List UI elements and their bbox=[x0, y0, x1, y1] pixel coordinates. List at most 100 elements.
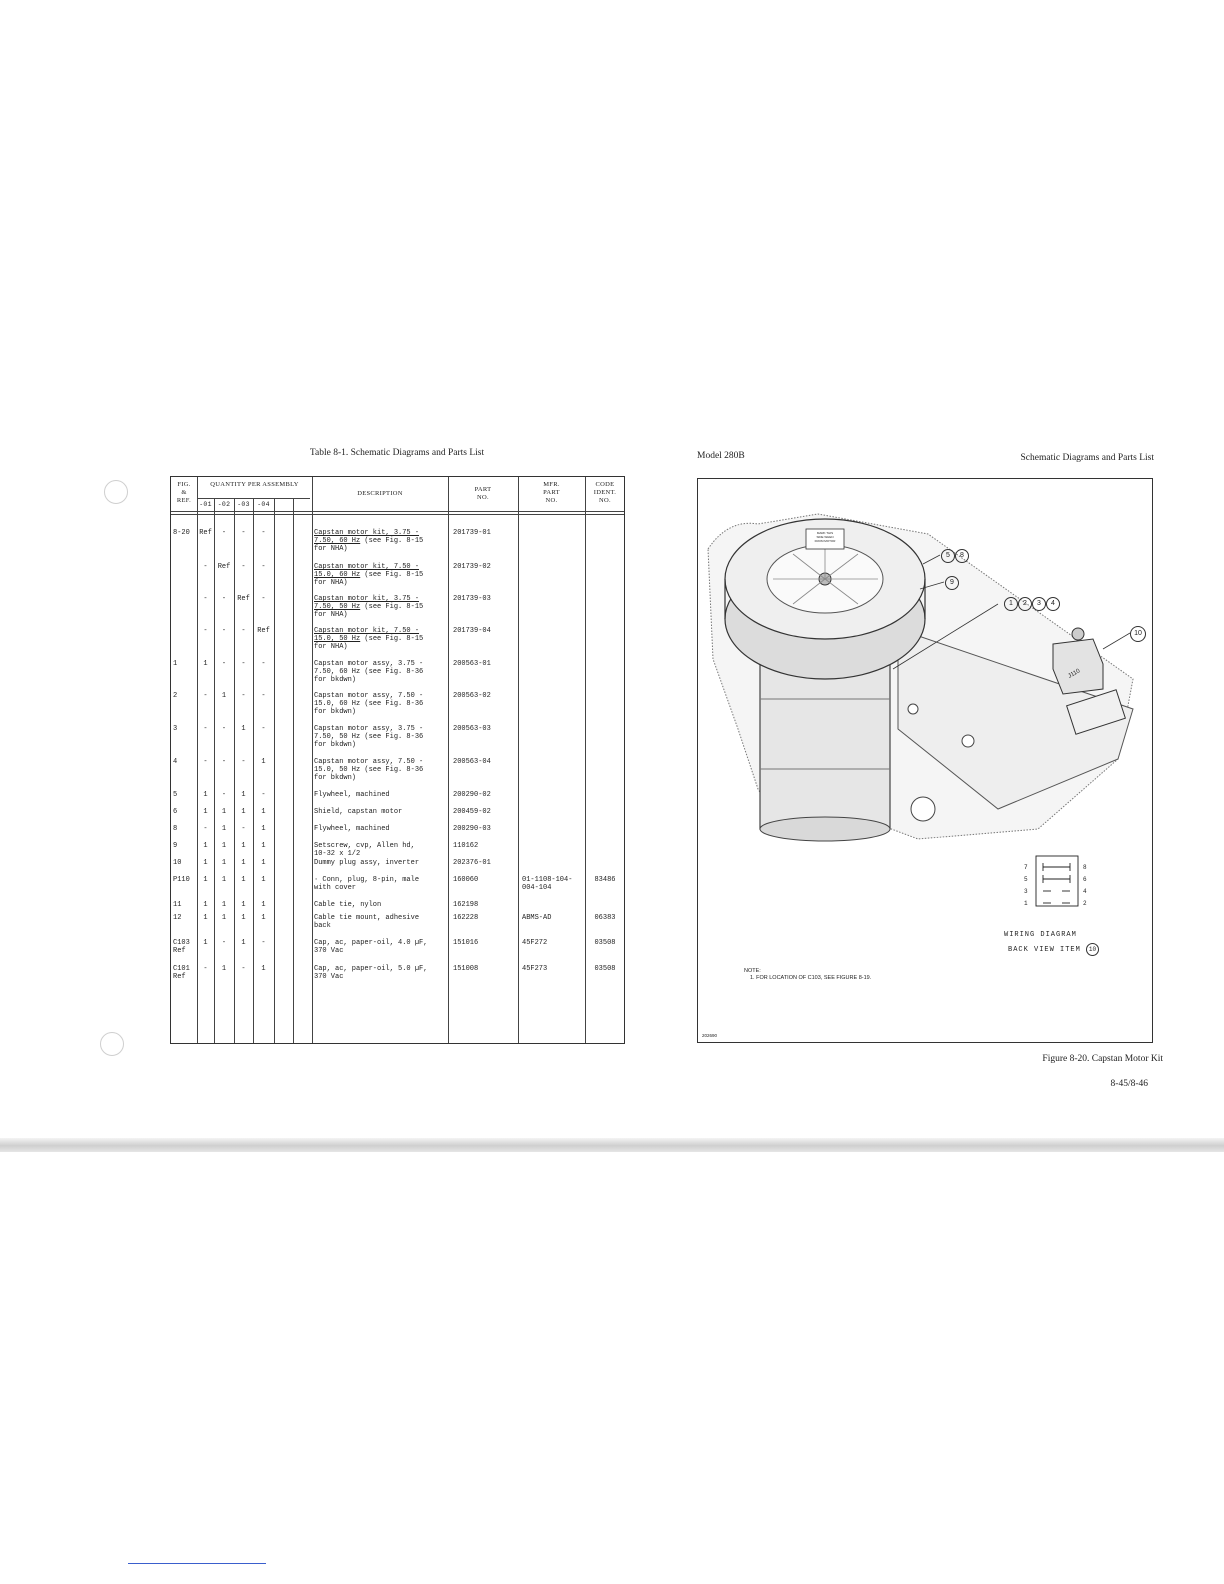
column-rule bbox=[312, 477, 313, 1043]
table-cell-q1: 1 bbox=[203, 939, 208, 947]
column-rule bbox=[585, 477, 586, 1043]
header-quantity: QUANTITY PER ASSEMBLY bbox=[210, 481, 299, 488]
table-cell-q4: 1 bbox=[261, 876, 266, 884]
table-cell-q3: - bbox=[241, 627, 246, 635]
table-cell-ref: 5 bbox=[173, 791, 178, 799]
table-cell-description: Flywheel, machined bbox=[314, 791, 448, 799]
table-cell-q2: 1 bbox=[221, 825, 227, 833]
header-rule bbox=[197, 498, 310, 499]
table-cell-q4: - bbox=[261, 791, 266, 799]
description-text: (see Fig. 8-15 for NHA) bbox=[314, 603, 424, 619]
table-cell-ref: 3 bbox=[173, 725, 178, 733]
table-cell-q1: - bbox=[203, 965, 208, 973]
table-cell-q4: 1 bbox=[261, 901, 266, 909]
header-rule bbox=[171, 514, 624, 515]
table-cell-q4: - bbox=[261, 939, 266, 947]
description-underlined: Capstan motor kit, 7.50 - 15.0, 50 Hz bbox=[314, 627, 420, 643]
table-cell-description: Cap, ac, paper-oil, 5.0 µF, 370 Vac bbox=[314, 965, 448, 981]
description-text: Cap, ac, paper-oil, 4.0 µF, 370 Vac bbox=[314, 939, 428, 955]
description-text: Shield, capstan motor bbox=[314, 808, 403, 816]
table-cell-part: 200563-03 bbox=[453, 725, 491, 733]
table-cell-mfr: 01-1108-104- 004-104 bbox=[522, 876, 573, 892]
table-cell-q4: - bbox=[261, 692, 266, 700]
wiring-diagram-title: WIRING DIAGRAM bbox=[1004, 931, 1077, 939]
wiring-pins-left: 7 5 3 1 bbox=[1024, 864, 1028, 907]
table-cell-q1: - bbox=[203, 758, 208, 766]
description-text: Capstan motor assy, 7.50 - 15.0, 60 Hz (… bbox=[314, 692, 424, 716]
description-text: (see Fig. 8-15 for NHA) bbox=[314, 635, 424, 651]
table-cell-ref: 6 bbox=[173, 808, 178, 816]
table-cell-description: Cable tie, nylon bbox=[314, 901, 448, 909]
note-label: NOTE: bbox=[744, 968, 761, 974]
callout-9: 9 bbox=[945, 576, 959, 590]
description-text: Flywheel, machined bbox=[314, 791, 390, 799]
table-cell-description: Capstan motor assy, 7.50 - 15.0, 50 Hz (… bbox=[314, 758, 448, 782]
model-header: Model 280B bbox=[697, 451, 745, 461]
table-cell-part: 200290-03 bbox=[453, 825, 491, 833]
figure-caption: Figure 8-20. Capstan Motor Kit bbox=[1042, 1054, 1163, 1064]
mounting-holes bbox=[907, 703, 975, 822]
table-cell-q3: - bbox=[241, 692, 246, 700]
table-cell-q3: - bbox=[241, 965, 246, 973]
table-cell-q1: 1 bbox=[203, 842, 208, 850]
table-cell-q4: - bbox=[261, 529, 266, 537]
column-rule bbox=[293, 498, 294, 1043]
table-cell-description: Cable tie mount, adhesive back bbox=[314, 914, 448, 930]
table-cell-ref: 8 bbox=[173, 825, 178, 833]
table-cell-q3: 1 bbox=[241, 842, 246, 850]
table-cell-q2: 1 bbox=[221, 901, 227, 909]
parts-table: FIG. & REF. QUANTITY PER ASSEMBLY -01 -0… bbox=[170, 476, 625, 1044]
wiring-diagram bbox=[1035, 855, 1079, 907]
chassis-plate bbox=[897, 628, 1134, 810]
table-cell-q1: 1 bbox=[203, 791, 208, 799]
description-text: Capstan motor assy, 3.75 - 7.50, 50 Hz (… bbox=[314, 725, 424, 749]
table-cell-q1: - bbox=[203, 595, 208, 603]
table-cell-part: 110162 bbox=[453, 842, 479, 850]
table-caption: Table 8-1. Schematic Diagrams and Parts … bbox=[309, 448, 485, 458]
table-cell-q2: 1 bbox=[221, 876, 227, 884]
table-cell-ref: 8-20 bbox=[173, 529, 190, 537]
table-cell-q4: 1 bbox=[261, 914, 266, 922]
table-cell-description: Capstan motor kit, 7.50 - 15.0, 50 Hz (s… bbox=[314, 627, 448, 651]
table-cell-q2: - bbox=[221, 660, 227, 668]
table-cell-part: 162228 bbox=[453, 914, 479, 922]
description-text: Setscrew, cvp, Allen hd, 10-32 x 1/2 bbox=[314, 842, 415, 858]
table-cell-q3: 1 bbox=[241, 791, 246, 799]
table-cell-part: 202376-01 bbox=[453, 859, 491, 867]
footer-rule bbox=[128, 1563, 266, 1564]
table-cell-description: Capstan motor assy, 3.75 - 7.50, 50 Hz (… bbox=[314, 725, 448, 749]
description-text: (see Fig. 8-15 for NHA) bbox=[314, 537, 424, 553]
table-cell-description: Capstan motor assy, 3.75 - 7.50, 60 Hz (… bbox=[314, 660, 448, 684]
connector-knob bbox=[1071, 627, 1085, 641]
description-underlined: Capstan motor kit, 3.75 - 7.50, 50 Hz bbox=[314, 595, 420, 611]
header-assembly-04: -04 bbox=[257, 501, 270, 508]
label-plate bbox=[805, 528, 845, 550]
table-cell-description: Dummy plug assy, inverter bbox=[314, 859, 448, 867]
note-text: 1. FOR LOCATION OF C103, SEE FIGURE 8-19… bbox=[750, 975, 872, 981]
table-cell-part: 201739-02 bbox=[453, 563, 491, 571]
table-cell-q1: - bbox=[203, 563, 208, 571]
wiring-pins-right: 8 6 4 2 bbox=[1083, 864, 1087, 907]
header-part-no: PART NO. bbox=[474, 486, 492, 501]
table-cell-q2: - bbox=[221, 529, 227, 537]
table-cell-description: Capstan motor kit, 3.75 - 7.50, 60 Hz (s… bbox=[314, 529, 448, 553]
column-rule bbox=[197, 477, 198, 1043]
table-cell-description: Cap, ac, paper-oil, 4.0 µF, 370 Vac bbox=[314, 939, 448, 955]
table-cell-q2: - bbox=[221, 791, 227, 799]
table-cell-q1: - bbox=[203, 725, 208, 733]
table-cell-q3: 1 bbox=[241, 901, 246, 909]
table-cell-q1: 1 bbox=[203, 859, 208, 867]
table-cell-q4: Ref bbox=[257, 627, 270, 635]
table-cell-q3: 1 bbox=[241, 859, 246, 867]
description-text: Cap, ac, paper-oil, 5.0 µF, 370 Vac bbox=[314, 965, 428, 981]
motor-base bbox=[759, 816, 891, 842]
table-cell-q3: - bbox=[241, 660, 246, 668]
table-cell-ref: 10 bbox=[173, 859, 182, 867]
table-cell-description: Setscrew, cvp, Allen hd, 10-32 x 1/2 bbox=[314, 842, 448, 858]
callout-10: 10 bbox=[1130, 626, 1146, 642]
table-cell-q2: 1 bbox=[221, 808, 227, 816]
table-cell-ref: C103 Ref bbox=[173, 939, 190, 955]
table-cell-ref: 1 bbox=[173, 660, 178, 668]
table-cell-mfr: ABMS-AD bbox=[522, 914, 552, 922]
